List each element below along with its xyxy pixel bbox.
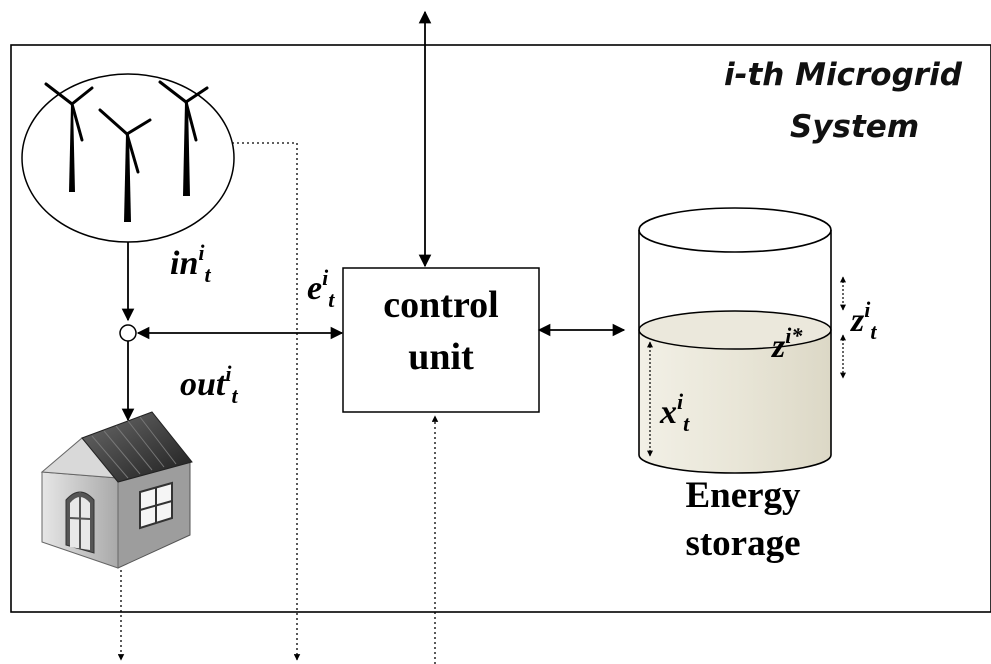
var-in: init [170, 247, 211, 281]
wind-signal-dotted [232, 143, 297, 660]
wind-turbines-icon [22, 74, 234, 242]
var-in-sub: t [204, 262, 210, 287]
junction-node [120, 325, 136, 341]
var-e-sub: t [328, 287, 334, 312]
var-x-base: x [660, 394, 677, 431]
house-icon [42, 412, 192, 568]
storage-label: Energy [643, 477, 843, 514]
system-title: i-th Microgrid [724, 60, 962, 91]
var-z-star-sup: i* [785, 323, 802, 348]
var-z: zit [851, 304, 876, 338]
var-out: outit [180, 368, 238, 402]
var-in-base: in [170, 245, 198, 282]
storage-label-2: storage [643, 525, 843, 562]
var-z-sub: t [870, 319, 876, 344]
control-unit-label: control [343, 286, 539, 324]
system-subtitle: System [790, 112, 919, 143]
var-z-star-base: z [772, 328, 785, 365]
var-out-base: out [180, 366, 225, 403]
var-z-base: z [851, 302, 864, 339]
var-z-star: zi* [772, 330, 802, 364]
var-x: xit [660, 396, 689, 430]
var-out-sub: t [231, 383, 237, 408]
var-e: eit [307, 272, 334, 306]
var-x-sub: t [683, 411, 689, 436]
control-unit-label-2: unit [343, 338, 539, 376]
var-e-base: e [307, 270, 322, 307]
